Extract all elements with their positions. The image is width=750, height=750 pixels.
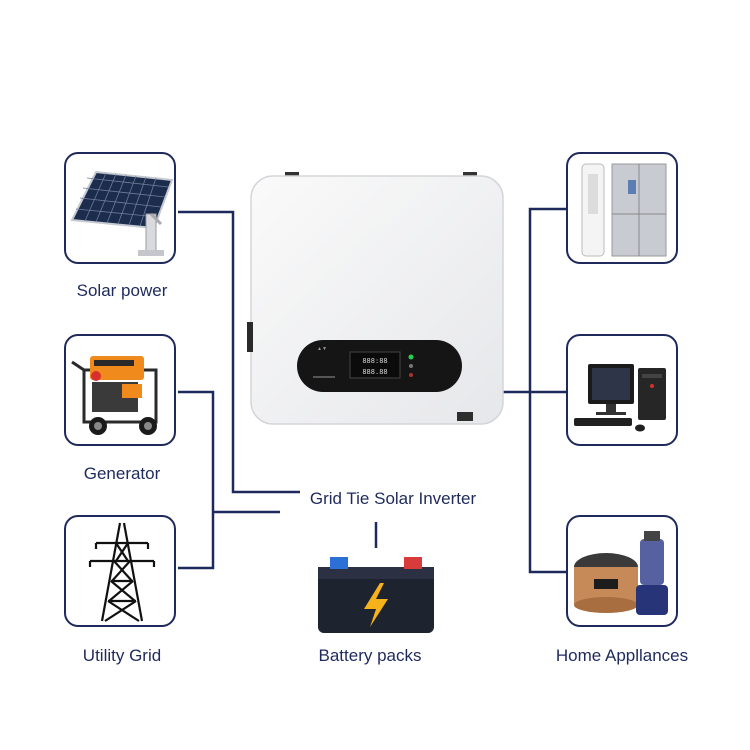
rice-cooker-blender-icon (574, 531, 668, 615)
solar-panel-icon (70, 170, 174, 256)
inverter-label: Grid Tie Solar Inverter (309, 489, 477, 508)
desktop-computer-icon (574, 364, 666, 432)
power-tower-icon (88, 522, 156, 622)
air-conditioner-refrigerator-icon (581, 163, 667, 257)
solar-power-box (64, 152, 176, 264)
svg-text:888.88: 888.88 (362, 368, 387, 376)
battery-icon (316, 553, 436, 642)
home-appliances-box (566, 515, 678, 627)
battery-label: Battery packs (318, 646, 422, 665)
generator-icon (71, 356, 158, 435)
utility-grid-box (64, 515, 176, 627)
generator-box (64, 334, 176, 446)
solar-power-label: Solar power (76, 281, 168, 300)
generator-label: Generator (83, 464, 161, 483)
ac-refrigerator-box (566, 152, 678, 264)
inverter-image: 888:88 888.88 ▲▼ (247, 170, 507, 430)
svg-text:888:88: 888:88 (362, 357, 387, 365)
computer-box (566, 334, 678, 446)
utility-grid-label: Utility Grid (82, 646, 162, 665)
home-appliances-label: Home Appllances (555, 646, 689, 665)
svg-text:▲▼: ▲▼ (317, 346, 327, 352)
